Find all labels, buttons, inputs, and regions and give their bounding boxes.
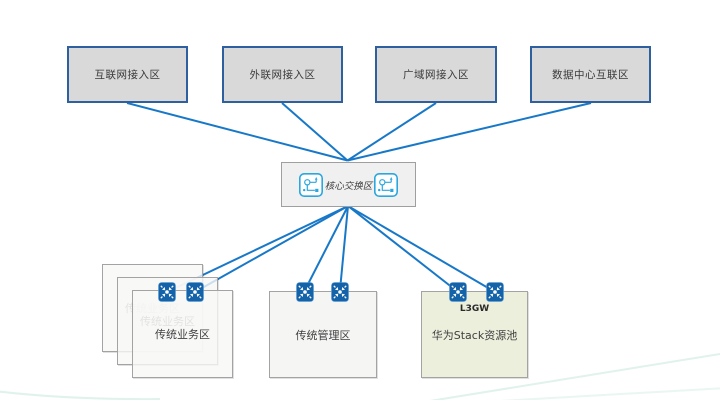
zone-wan-access: 广域网接入区 xyxy=(375,46,497,103)
zone-datacenter-interconnect-label: 数据中心互联区 xyxy=(552,69,629,81)
lan-switch-icon xyxy=(296,282,314,302)
zone-wan-access-label: 广域网接入区 xyxy=(403,69,469,81)
lan-switch-icon xyxy=(449,282,467,302)
zone-core-switching-label: 核心交换区 xyxy=(324,180,373,192)
zone-stack-pool: L3GW 华为Stack资源池 xyxy=(421,291,528,378)
zone-management-label: 传统管理区 xyxy=(295,328,351,342)
background-swoosh xyxy=(0,352,720,400)
lan-switch-icon xyxy=(486,282,504,302)
zone-extranet-access-label: 外联网接入区 xyxy=(249,69,316,81)
zone-datacenter-interconnect: 数据中心互联区 xyxy=(530,46,651,103)
downlink-lines xyxy=(166,205,496,293)
zone-internet-access: 互联网接入区 xyxy=(67,46,188,103)
zone-management: 传统管理区 xyxy=(269,291,377,378)
zone-core-switching: 核心交换区 xyxy=(281,162,416,207)
core-switch-icon xyxy=(298,172,323,197)
zone-extranet-access: 外联网接入区 xyxy=(222,46,343,103)
zone-stack-pool-label: 华为Stack资源池 xyxy=(431,329,518,342)
core-switch-icon xyxy=(374,172,399,197)
lan-switch-icon xyxy=(158,282,176,302)
l3gw-label: L3GW xyxy=(459,304,490,314)
zone-business: 传统业务区 xyxy=(132,290,233,378)
lan-switch-icon xyxy=(331,282,349,302)
lan-switch-icon xyxy=(186,282,204,302)
uplink-lines xyxy=(126,102,592,162)
zone-business-label: 传统业务区 xyxy=(155,328,210,341)
zone-internet-access-label: 互联网接入区 xyxy=(94,69,161,81)
